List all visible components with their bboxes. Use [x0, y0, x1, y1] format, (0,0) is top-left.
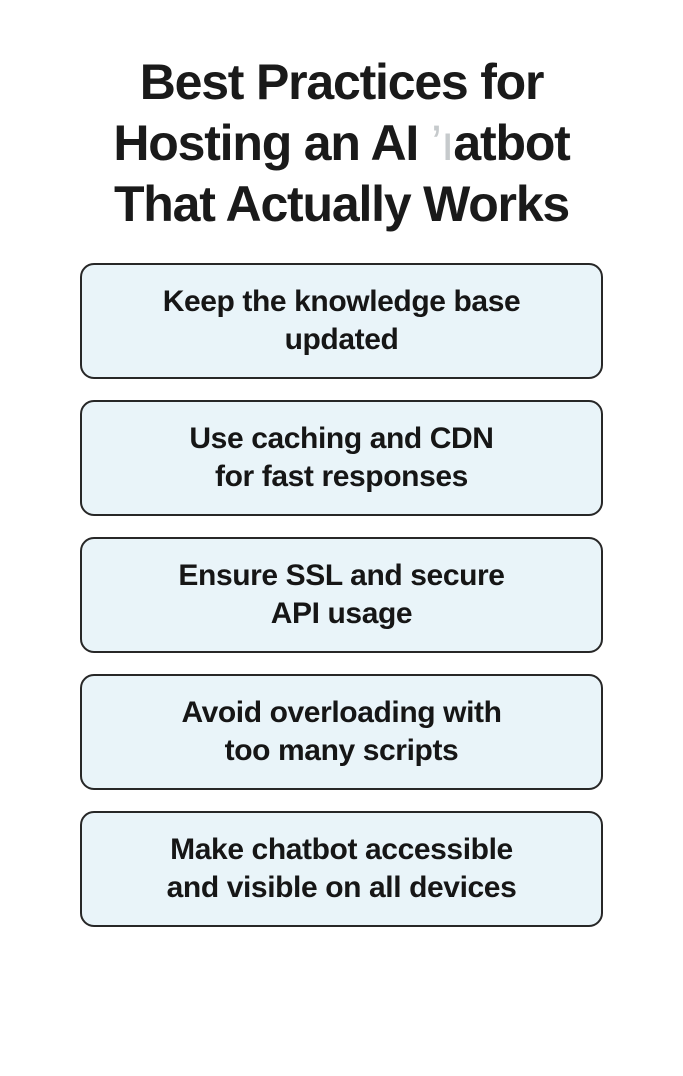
practice-card-5-line-1: Make chatbot accessible	[170, 833, 513, 866]
practice-card-ssl-api: Ensure SSL and secure API usage	[80, 537, 603, 653]
practice-card-1-line-2: updated	[284, 323, 399, 356]
title-line-2-prefix: Hosting an AI	[113, 115, 431, 171]
title-line-1: Best Practices for	[139, 54, 545, 110]
practice-card-avoid-overloading: Avoid overloading with too many scripts	[80, 674, 603, 790]
page-title: Best Practices for Hosting an AI ’ıatbot…	[0, 52, 683, 235]
title-faded-glyph: ’ı	[430, 115, 455, 171]
title-line-2-suffix: atbot	[453, 115, 570, 171]
practice-card-1-line-1: Keep the knowledge base	[162, 285, 521, 318]
infographic-poster: Best Practices for Hosting an AI ’ıatbot…	[0, 52, 683, 1076]
practice-card-4-line-2: too many scripts	[224, 734, 459, 767]
practice-card-accessibility: Make chatbot accessible and visible on a…	[80, 811, 603, 927]
practices-list: Keep the knowledge base updated Use cach…	[80, 263, 603, 927]
practice-card-caching-cdn: Use caching and CDN for fast responses	[80, 400, 603, 516]
title-line-2: Hosting an AI ’ıatbot	[0, 113, 683, 174]
practice-card-2-line-1: Use caching and CDN	[189, 422, 494, 455]
practice-card-5-line-2: and visible on all devices	[166, 871, 517, 904]
practice-card-3-line-2: API usage	[270, 597, 413, 630]
practice-card-2-line-2: for fast responses	[215, 460, 468, 493]
practice-card-knowledge-base: Keep the knowledge base updated	[80, 263, 603, 379]
title-line-3: That Actually Works	[113, 176, 570, 232]
practice-card-4-line-1: Avoid overloading with	[181, 696, 502, 729]
practice-card-3-line-1: Ensure SSL and secure	[178, 559, 505, 592]
